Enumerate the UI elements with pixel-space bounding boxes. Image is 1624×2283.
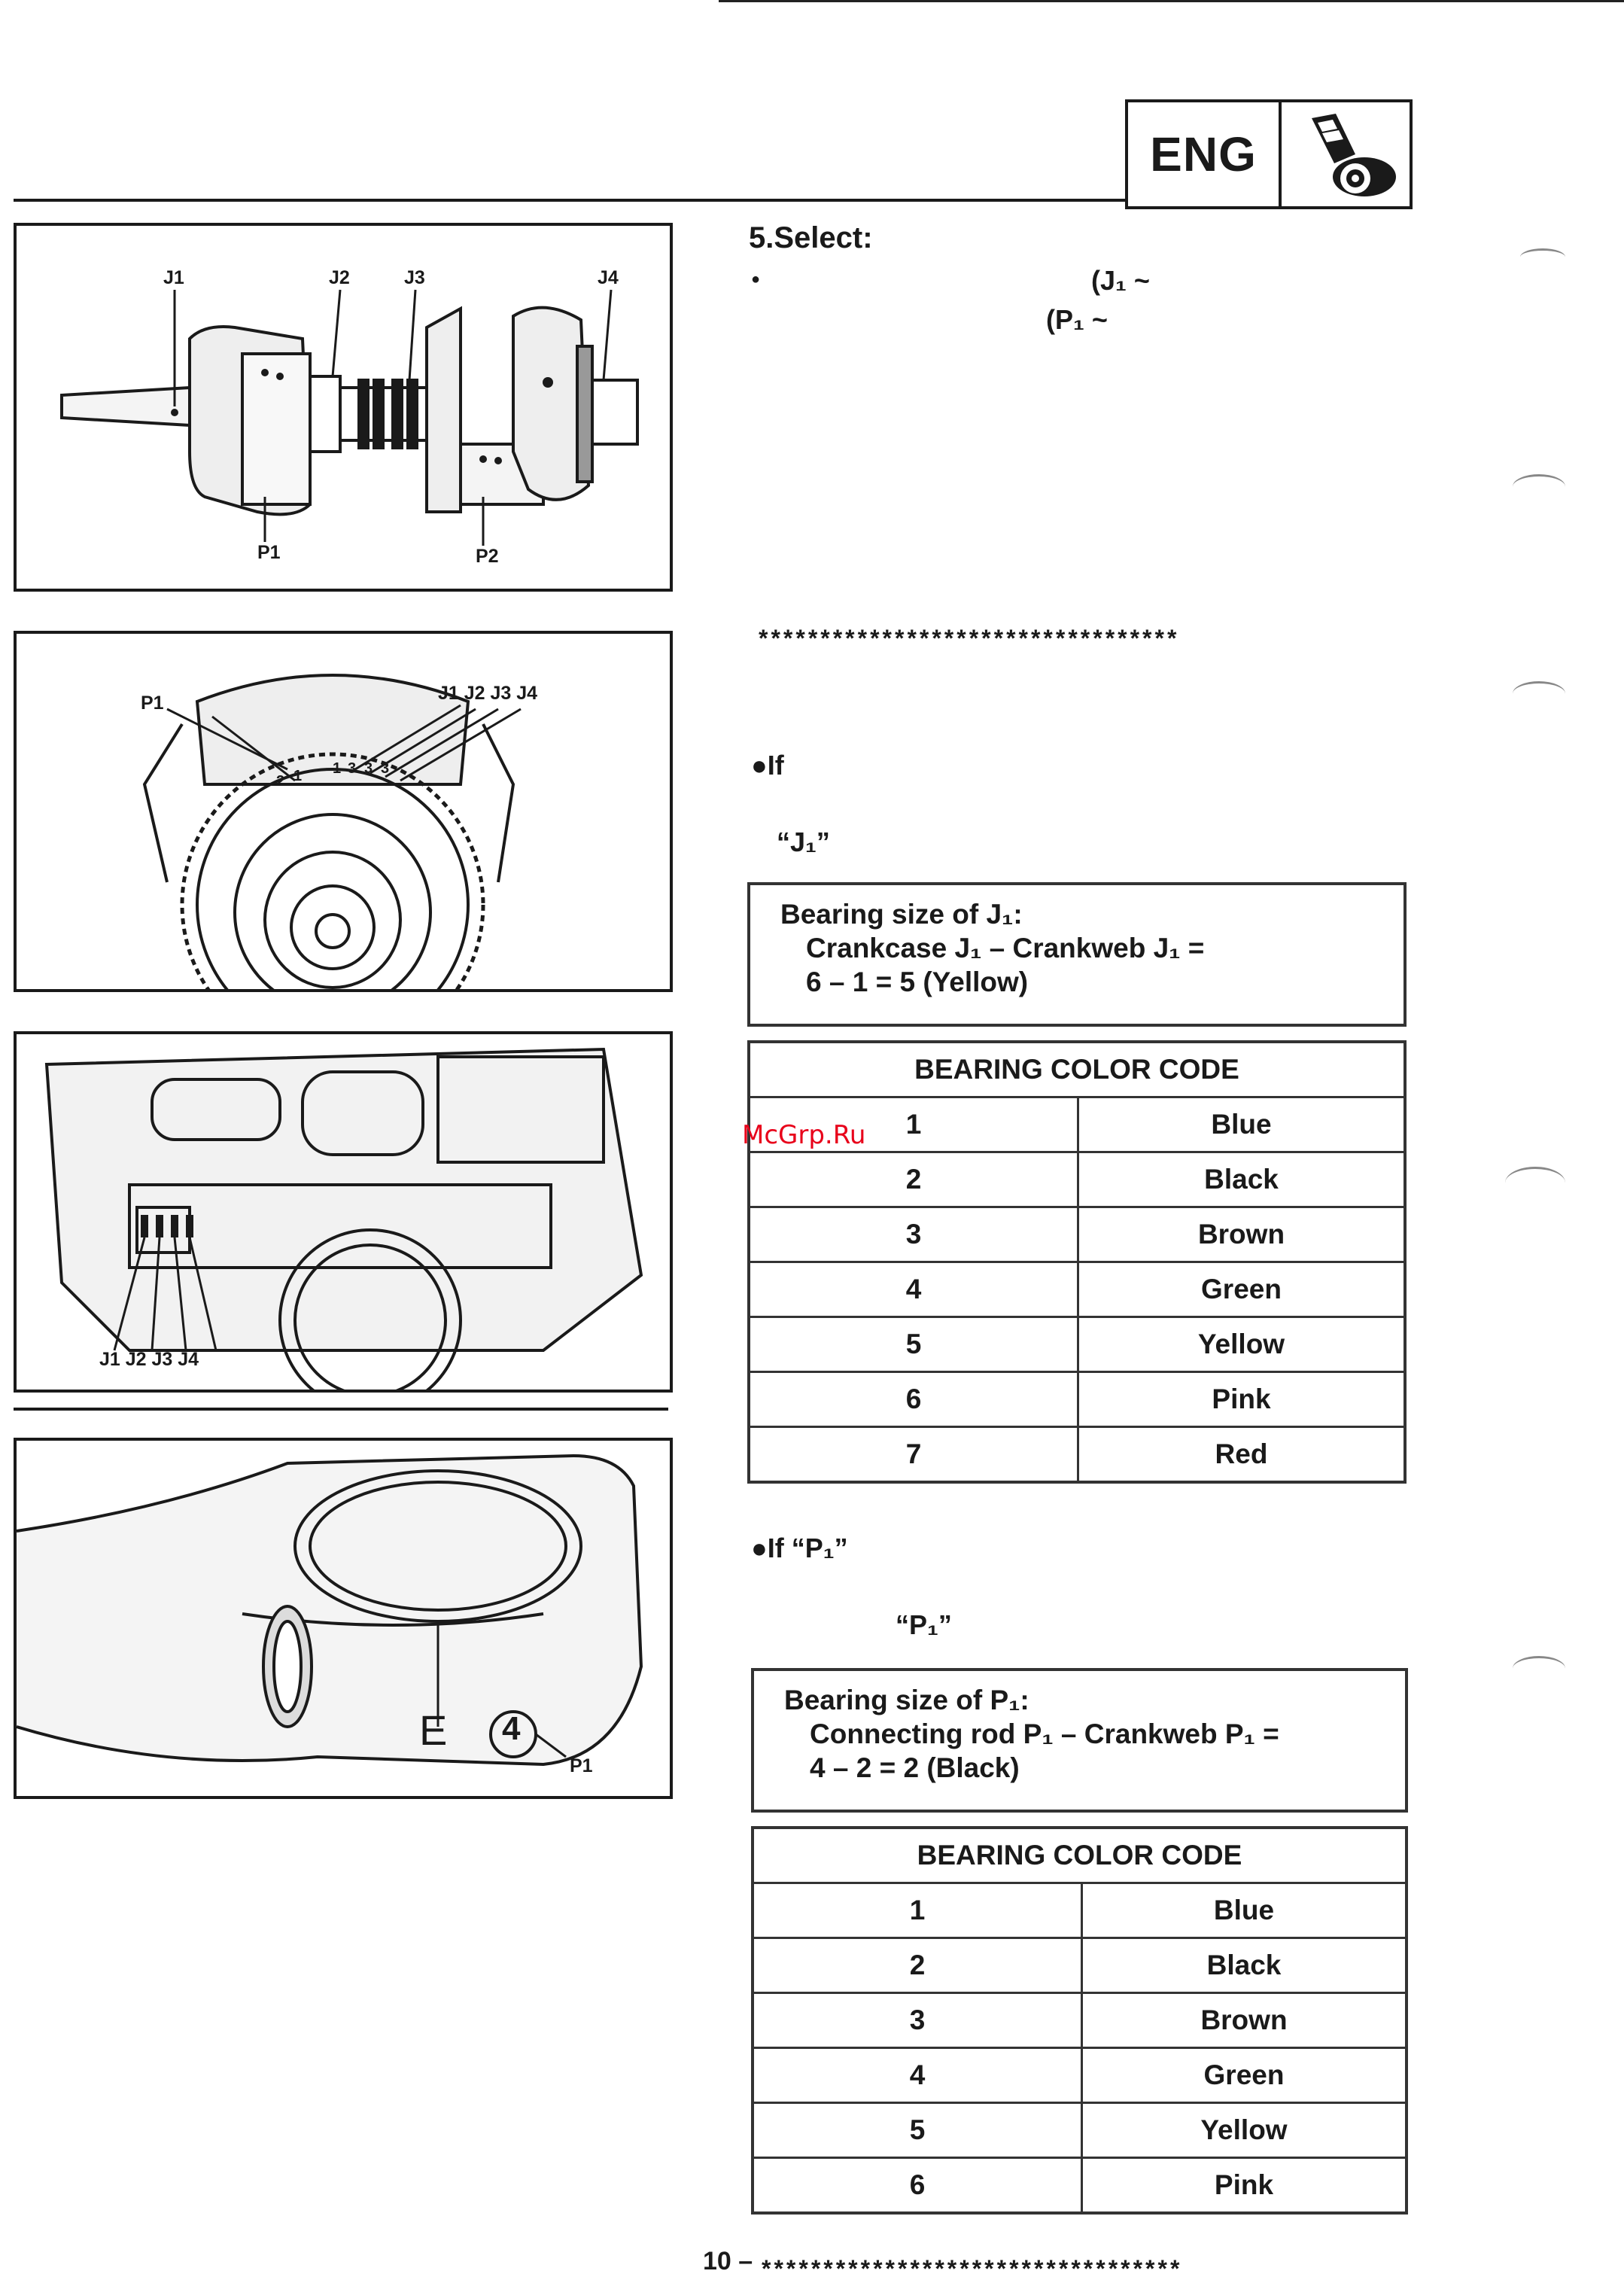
engine-icon bbox=[1282, 102, 1410, 206]
code-cell: 3 bbox=[747, 1206, 1079, 1263]
binding-mark bbox=[1513, 681, 1565, 706]
fig4-stamp-letter: E bbox=[419, 1706, 448, 1754]
journal-calc-line1: Bearing size of J₁: bbox=[780, 899, 1023, 930]
pin-calculation-box: Bearing size of P₁: Connecting rod P₁ – … bbox=[751, 1668, 1408, 1813]
code-cell: 4 bbox=[747, 1261, 1079, 1318]
separator-stars: ********************************** bbox=[759, 625, 1180, 652]
pin-ref-text: “P₁” bbox=[896, 1609, 952, 1640]
fig1-label-j4: J4 bbox=[598, 267, 619, 288]
watermark: McGrp.Ru bbox=[742, 1120, 866, 1150]
binding-mark bbox=[1513, 474, 1565, 499]
color-cell: Yellow bbox=[1077, 1316, 1407, 1373]
color-cell: Brown bbox=[1077, 1206, 1407, 1263]
step-line-journal: (J₁ ~ bbox=[1091, 265, 1150, 296]
fig2-code-5: 3 bbox=[364, 760, 373, 777]
code-cell: 6 bbox=[747, 1371, 1079, 1428]
fig4-label-p1: P1 bbox=[570, 1755, 593, 1776]
figure-crankshaft-end: P1 J1 J2 J3 J4 2 1 1 3 3 3 bbox=[14, 631, 673, 992]
fig1-label-j3: J3 bbox=[404, 267, 425, 288]
top-rule bbox=[719, 0, 1624, 2]
fig2-label-p1: P1 bbox=[141, 693, 164, 714]
pin-if-text: ●If “P₁” bbox=[751, 1533, 848, 1563]
color-cell: Green bbox=[1077, 1261, 1407, 1318]
color-cell: Pink bbox=[1081, 2157, 1408, 2215]
step-heading: 5.Select: bbox=[749, 221, 873, 254]
page-number: 10 – bbox=[703, 2247, 753, 2275]
code-cell: 7 bbox=[747, 1426, 1079, 1484]
journal-calc-line2: Crankcase J₁ – Crankweb J₁ = bbox=[806, 933, 1205, 963]
code-cell: 5 bbox=[751, 2102, 1083, 2159]
table-title: BEARING COLOR CODE bbox=[747, 1040, 1407, 1098]
fig3-label-journals: J1 J2 J3 J4 bbox=[99, 1349, 199, 1370]
color-cell: Green bbox=[1081, 2047, 1408, 2104]
pin-calc-line1: Bearing size of P₁: bbox=[784, 1685, 1029, 1715]
color-cell: Black bbox=[1077, 1151, 1407, 1208]
color-cell: Blue bbox=[1077, 1096, 1407, 1153]
code-cell: 5 bbox=[747, 1316, 1079, 1373]
pin-calc-line3: 4 – 2 = 2 (Black) bbox=[810, 1752, 1020, 1783]
code-cell: 1 bbox=[747, 1096, 1079, 1153]
fig1-label-j1: J1 bbox=[163, 267, 184, 288]
color-cell: Blue bbox=[1081, 1882, 1408, 1939]
fig4-stamp-number: 4 bbox=[502, 1710, 521, 1747]
figure-crankcase: J1 J2 J3 J4 bbox=[14, 1031, 673, 1393]
fig1-label-p2: P2 bbox=[476, 546, 499, 567]
code-cell: 3 bbox=[751, 1992, 1083, 2049]
color-cell: Black bbox=[1081, 1937, 1408, 1994]
fig2-code-2: 1 bbox=[293, 768, 303, 784]
fig1-label-j2: J2 bbox=[329, 267, 350, 288]
binding-mark bbox=[1505, 1167, 1565, 1199]
journal-calc-line3: 6 – 1 = 5 (Yellow) bbox=[806, 966, 1029, 997]
binding-mark bbox=[1520, 248, 1565, 266]
color-cell: Red bbox=[1077, 1426, 1407, 1484]
journal-if-text: ●If bbox=[751, 750, 784, 781]
journal-ref-text: “J₁” bbox=[777, 826, 830, 857]
step-bullet: ● bbox=[751, 271, 761, 288]
step-line-pin: (P₁ ~ bbox=[1046, 304, 1108, 335]
figure-crankshaft: J1 J2 J3 J4 P1 P2 bbox=[14, 223, 673, 592]
fig3-bottom-rule bbox=[14, 1408, 668, 1411]
section-badge: ENG bbox=[1125, 99, 1413, 209]
code-cell: 6 bbox=[751, 2157, 1083, 2215]
code-cell: 1 bbox=[751, 1882, 1083, 1939]
color-cell: Brown bbox=[1081, 1992, 1408, 2049]
section-badge-label: ENG bbox=[1128, 102, 1282, 206]
separator-stars-bottom: ********************************** bbox=[762, 2255, 1183, 2282]
pin-calc-line2: Connecting rod P₁ – Crankweb P₁ = bbox=[810, 1718, 1279, 1749]
color-cell: Yellow bbox=[1081, 2102, 1408, 2159]
figure-connecting-rod: E 4 P1 bbox=[14, 1438, 673, 1799]
fig2-code-6: 3 bbox=[381, 760, 390, 777]
fig2-code-1: 2 bbox=[276, 773, 285, 790]
binding-mark bbox=[1513, 1656, 1565, 1681]
code-cell: 2 bbox=[751, 1937, 1083, 1994]
left-column-rule bbox=[14, 199, 1125, 202]
fig1-label-p1: P1 bbox=[257, 542, 281, 563]
fig2-label-journals: J1 J2 J3 J4 bbox=[438, 683, 538, 704]
table-title: BEARING COLOR CODE bbox=[751, 1826, 1408, 1884]
color-cell: Pink bbox=[1077, 1371, 1407, 1428]
fig2-code-3: 1 bbox=[333, 760, 342, 777]
code-cell: 2 bbox=[747, 1151, 1079, 1208]
journal-calculation-box: Bearing size of J₁: Crankcase J₁ – Crank… bbox=[747, 882, 1407, 1027]
fig2-code-4: 3 bbox=[348, 760, 357, 777]
code-cell: 4 bbox=[751, 2047, 1083, 2104]
